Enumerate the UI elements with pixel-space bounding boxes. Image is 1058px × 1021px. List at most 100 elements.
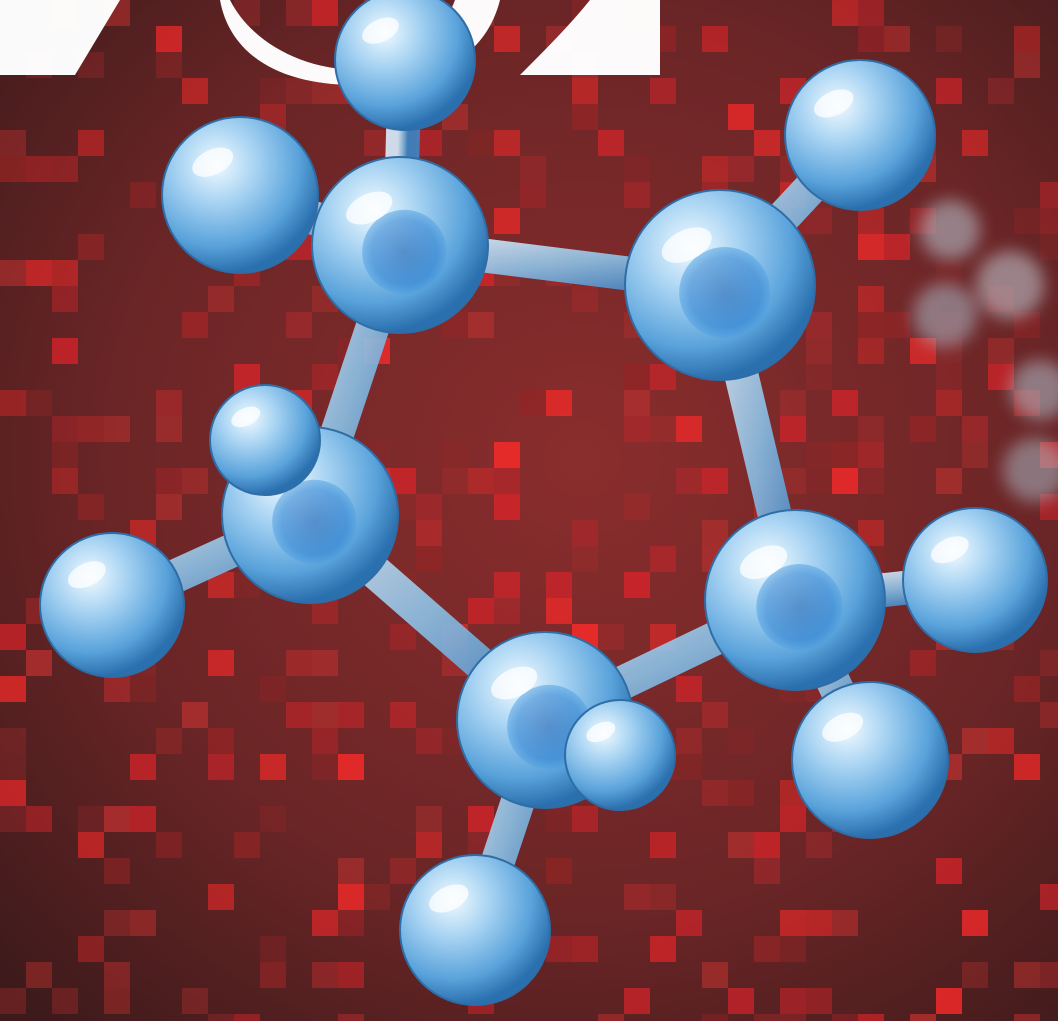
pixel-square: [806, 338, 832, 364]
pixel-square: [572, 78, 598, 104]
carbon-atom: [311, 156, 489, 334]
pixel-square: [312, 754, 338, 780]
pixel-square: [676, 468, 702, 494]
pixel-square: [780, 910, 806, 936]
pixel-square: [1040, 650, 1058, 676]
pixel-square: [338, 884, 364, 910]
pixel-square: [1040, 208, 1058, 234]
hydrogen-atom: [209, 384, 321, 496]
hydrogen-atom: [564, 699, 676, 811]
pixel-square: [546, 858, 572, 884]
pixel-square: [936, 390, 962, 416]
pixel-square: [650, 936, 676, 962]
molecule-atoms: [39, 0, 1048, 1006]
pixel-square: [312, 702, 338, 728]
pixel-square: [936, 260, 962, 286]
pixel-square: [156, 416, 182, 442]
pixel-square: [312, 910, 338, 936]
pixel-square: [728, 832, 754, 858]
pixel-square: [858, 286, 884, 312]
pixel-square: [754, 130, 780, 156]
pixel-square: [702, 1014, 728, 1021]
hydrogen-atom: [334, 0, 476, 131]
pixel-square: [156, 832, 182, 858]
pixel-square: [1040, 702, 1058, 728]
pixel-square: [494, 468, 520, 494]
pixel-square: [416, 546, 442, 572]
pixel-square: [260, 78, 286, 104]
pixel-square: [572, 806, 598, 832]
pixel-square: [78, 234, 104, 260]
pixel-square: [286, 312, 312, 338]
pixel-square: [1014, 1014, 1040, 1021]
pixel-square: [832, 910, 858, 936]
pixel-square: [364, 884, 390, 910]
pixel-square: [260, 936, 286, 962]
pixel-square: [988, 728, 1014, 754]
pixel-square: [494, 130, 520, 156]
pixel-square: [520, 182, 546, 208]
pixel-square: [572, 546, 598, 572]
pixel-square: [468, 468, 494, 494]
pixel-square: [624, 416, 650, 442]
pixel-square: [936, 988, 962, 1014]
pixel-square: [650, 416, 676, 442]
pixel-square: [104, 416, 130, 442]
pixel-square: [78, 806, 104, 832]
pixel-square: [78, 416, 104, 442]
pixel-square: [208, 884, 234, 910]
pixel-square: [416, 806, 442, 832]
pixel-square: [286, 0, 312, 26]
pixel-square: [52, 338, 78, 364]
pixel-square: [858, 26, 884, 52]
pixel-square: [182, 468, 208, 494]
pixel-square: [962, 442, 988, 468]
pixel-square: [910, 416, 936, 442]
pixel-square: [0, 130, 26, 156]
pixel-square: [962, 416, 988, 442]
pixel-square: [702, 520, 728, 546]
pixel-square: [936, 26, 962, 52]
pixel-square: [130, 910, 156, 936]
pixel-square: [0, 754, 26, 780]
pixel-square: [650, 78, 676, 104]
pixel-square: [286, 702, 312, 728]
pixel-square: [52, 988, 78, 1014]
pixel-square: [1014, 962, 1040, 988]
pixel-square: [702, 780, 728, 806]
pixel-square: [208, 286, 234, 312]
pixel-square: [624, 364, 650, 390]
pixel-square: [676, 910, 702, 936]
pixel-square: [338, 1014, 364, 1021]
pixel-square: [962, 130, 988, 156]
pixel-square: [156, 390, 182, 416]
pixel-square: [832, 468, 858, 494]
pixel-square: [156, 468, 182, 494]
pixel-square: [286, 78, 312, 104]
pixel-square: [858, 338, 884, 364]
pixel-square: [780, 936, 806, 962]
pixel-square: [0, 780, 26, 806]
pixel-square: [858, 468, 884, 494]
pixel-square: [806, 442, 832, 468]
pixel-square: [0, 676, 26, 702]
pixel-square: [806, 468, 832, 494]
pixel-square: [26, 650, 52, 676]
pixel-square: [1014, 208, 1040, 234]
pixel-square: [494, 598, 520, 624]
pixel-square: [832, 1014, 858, 1021]
pixel-square: [104, 910, 130, 936]
pixel-square: [312, 364, 338, 390]
pixel-square: [754, 1014, 780, 1021]
pixel-square: [546, 572, 572, 598]
pixel-square: [312, 650, 338, 676]
pixel-square: [546, 390, 572, 416]
pixel-square: [754, 832, 780, 858]
pixel-square: [0, 624, 26, 650]
pixel-square: [936, 78, 962, 104]
pixel-square: [260, 676, 286, 702]
pixel-square: [442, 468, 468, 494]
pixel-square: [676, 728, 702, 754]
pixel-square: [650, 546, 676, 572]
pixel-square: [52, 416, 78, 442]
